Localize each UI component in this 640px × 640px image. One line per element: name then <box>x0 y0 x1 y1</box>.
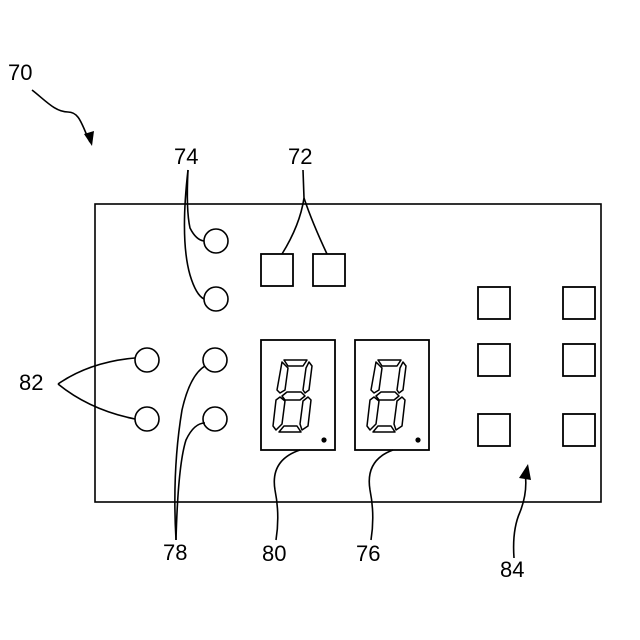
label-70: 70 <box>8 60 32 85</box>
button-84-r3c1 <box>478 414 510 446</box>
device-housing <box>95 204 601 502</box>
button-84-r2c2 <box>563 344 595 376</box>
arrow-84-head <box>519 464 531 480</box>
label-80: 80 <box>262 541 286 566</box>
led-74-top <box>204 229 228 253</box>
label-72: 72 <box>288 144 312 169</box>
arrow-70-leader <box>32 90 90 142</box>
label-78: 78 <box>163 540 187 565</box>
seven-segment-display-76 <box>355 340 429 450</box>
label-82: 82 <box>19 370 43 395</box>
label-84: 84 <box>500 557 524 582</box>
led-78-top <box>203 348 227 372</box>
label-76: 76 <box>356 541 380 566</box>
seven-segment-display-80 <box>261 340 335 450</box>
leader-78-a <box>175 366 205 540</box>
label-74: 74 <box>174 144 198 169</box>
led-82-bottom <box>135 407 159 431</box>
square-72-left <box>261 254 293 286</box>
leader-82-a <box>58 358 135 384</box>
leader-80 <box>274 450 300 540</box>
leader-72-b <box>304 198 327 254</box>
led-82-top <box>135 348 159 372</box>
button-84-r1c2 <box>563 287 595 319</box>
led-74-bottom <box>204 287 228 311</box>
button-84-r1c1 <box>478 287 510 319</box>
button-84-r2c1 <box>478 344 510 376</box>
leader-78-b <box>176 423 205 540</box>
leader-72-a <box>282 170 304 254</box>
arrow-84-leader <box>514 472 526 558</box>
button-84-r3c2 <box>563 414 595 446</box>
leader-74-a <box>187 170 204 241</box>
leader-76 <box>369 450 393 540</box>
square-72-right <box>313 254 345 286</box>
leader-82-b <box>58 384 135 419</box>
led-78-bottom <box>203 407 227 431</box>
